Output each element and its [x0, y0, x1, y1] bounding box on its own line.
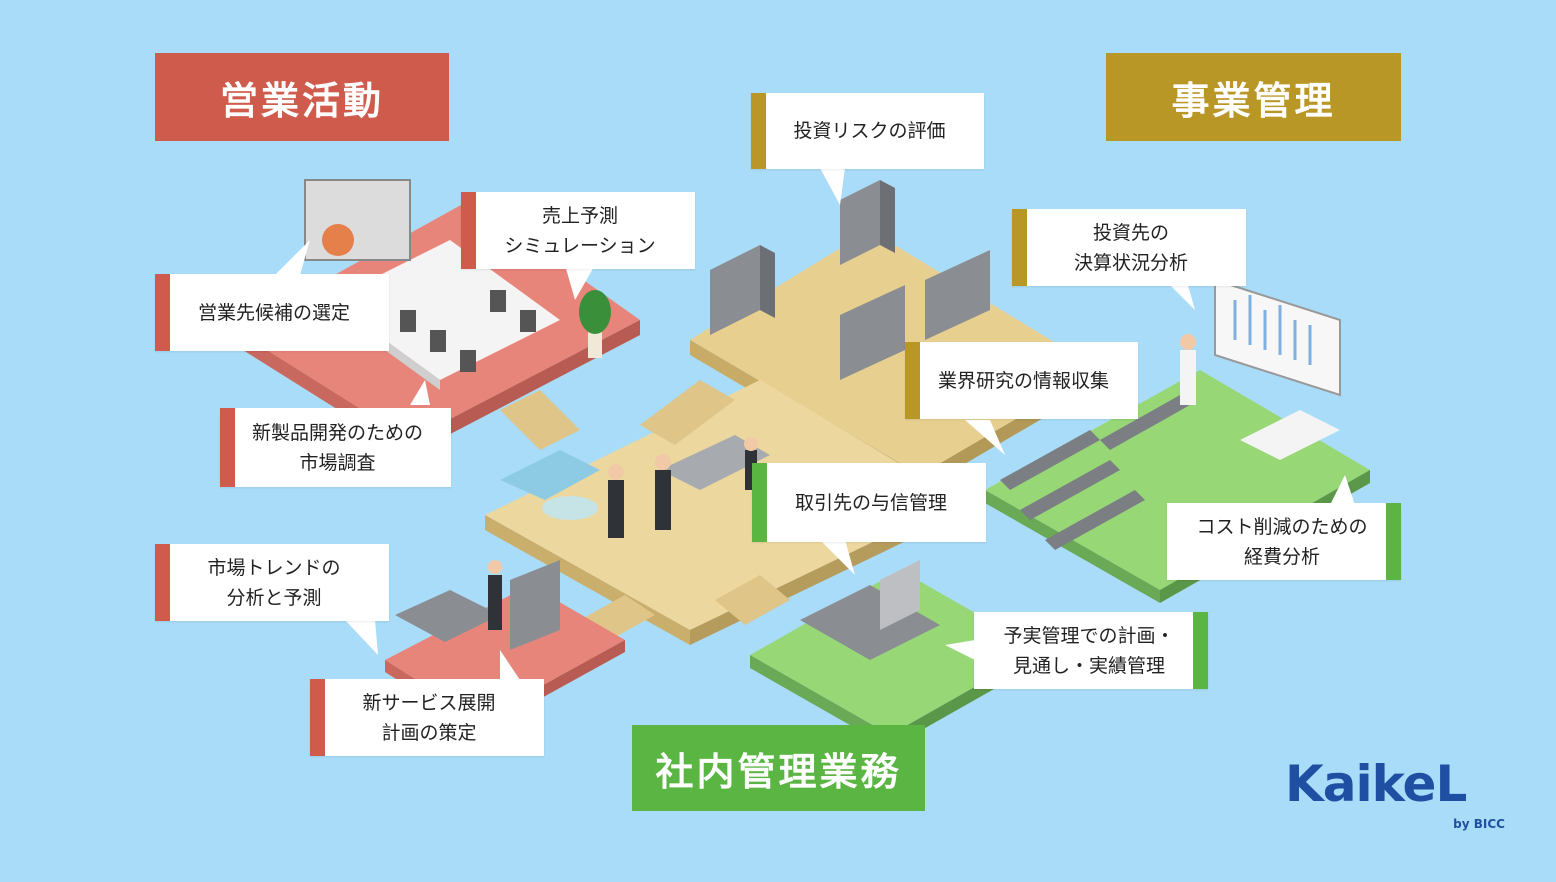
callout-budget-mgmt: 予実管理での計画・ 見通し・実績管理 — [974, 612, 1208, 689]
callout-new-service: 新サービス展開 計画の策定 — [310, 679, 544, 756]
logo-byline: by BICC — [1453, 817, 1505, 831]
callout-text: 投資先の 決算状況分析 — [1073, 221, 1188, 274]
callout-new-product: 新製品開発のための 市場調査 — [220, 408, 451, 487]
category-sales: 営業活動 — [155, 53, 449, 141]
callout-market-trend: 市場トレンドの 分析と予測 — [155, 544, 389, 621]
callout-accent-bar — [220, 408, 235, 487]
callout-accent-bar — [155, 274, 170, 351]
internal-floor — [750, 560, 1040, 748]
callout-accent-bar — [461, 192, 476, 269]
callout-text: 取引先の与信管理 — [794, 491, 947, 514]
callout-accent-bar — [1012, 209, 1027, 286]
callout-accent-bar — [1386, 503, 1401, 580]
callout-accent-bar — [905, 342, 920, 419]
callout-accent-bar — [310, 679, 325, 756]
callout-accent-bar — [1193, 612, 1208, 689]
callout-credit-mgmt: 取引先の与信管理 — [752, 463, 986, 542]
callout-select-targets: 営業先候補の選定 — [155, 274, 389, 351]
callout-text: コスト削減のための 経費分析 — [1196, 515, 1368, 568]
callout-sales-forecast: 売上予測 シミュレーション — [461, 192, 695, 269]
callout-text: 新製品開発のための 市場調査 — [251, 421, 423, 474]
callout-accent-bar — [751, 93, 766, 169]
callout-text: 業界研究の情報収集 — [937, 369, 1109, 392]
kaikel-logo: KaikeL by BICC — [1285, 735, 1515, 845]
callout-text: 営業先候補の選定 — [197, 301, 350, 324]
callout-accent-bar — [752, 463, 767, 542]
logo-wordmark: KaikeL — [1285, 755, 1467, 813]
callout-cost-reduction: コスト削減のための 経費分析 — [1167, 503, 1401, 580]
callout-text: 予実管理での計画・ 見通し・実績管理 — [1003, 624, 1175, 677]
callout-text: 投資リスクの評価 — [793, 120, 946, 142]
callout-investment-risk: 投資リスクの評価 — [751, 93, 984, 169]
callout-text: 売上予測 シミュレーション — [504, 204, 656, 257]
callout-industry-research: 業界研究の情報収集 — [905, 342, 1138, 419]
callout-investee-analysis: 投資先の 決算状況分析 — [1012, 209, 1246, 286]
callout-text: 新サービス展開 計画の策定 — [362, 691, 496, 744]
category-internal: 社内管理業務 — [632, 725, 925, 811]
callout-text: 市場トレンドの 分析と予測 — [207, 556, 341, 609]
category-business: 事業管理 — [1106, 53, 1401, 141]
callout-accent-bar — [155, 544, 170, 621]
